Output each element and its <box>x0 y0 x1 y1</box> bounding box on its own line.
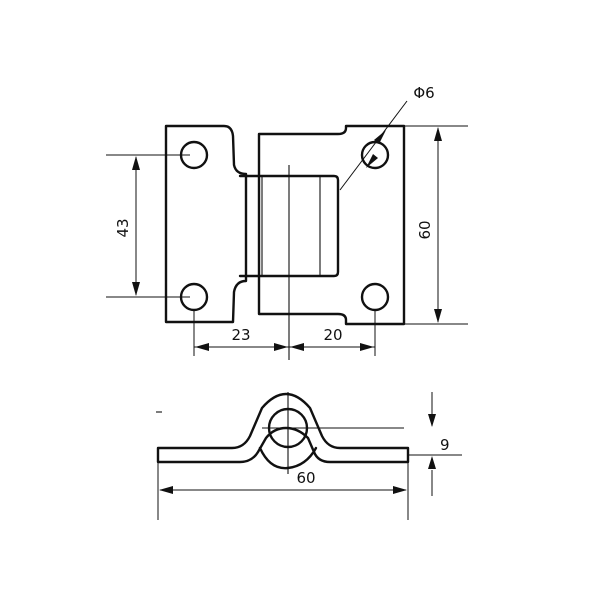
dim-phi6-group: Φ6 <box>339 84 435 191</box>
hole-bottom-right <box>360 282 390 312</box>
dim-height-label: 9 <box>440 436 450 454</box>
dim-overall-height-label: 60 <box>416 220 434 239</box>
dim-60-vertical-group: 60 <box>404 125 468 325</box>
dim-overall-length-label: 60 <box>296 469 315 487</box>
side-view: 9 60 <box>156 392 462 520</box>
dim-9-group: 9 <box>408 392 462 496</box>
top-view: 43 60 23 20 Φ6 <box>106 84 468 360</box>
right-leaf-outline <box>257 124 406 326</box>
dim-hole-diameter-label: Φ6 <box>413 84 434 102</box>
dim-60-horizontal-group: 60 <box>157 462 409 520</box>
dim-hole-spacing-label: 43 <box>114 218 132 237</box>
dim-right-offset-label: 20 <box>323 326 342 344</box>
knuckle-outline <box>238 174 340 278</box>
left-leaf-outline <box>164 124 248 324</box>
side-leaf-profile <box>156 392 410 464</box>
dim-23-20-group: 23 20 <box>193 310 376 356</box>
dim-left-offset-label: 23 <box>231 326 250 344</box>
hole-top-right <box>360 140 390 170</box>
dim-43-group: 43 <box>106 154 190 298</box>
